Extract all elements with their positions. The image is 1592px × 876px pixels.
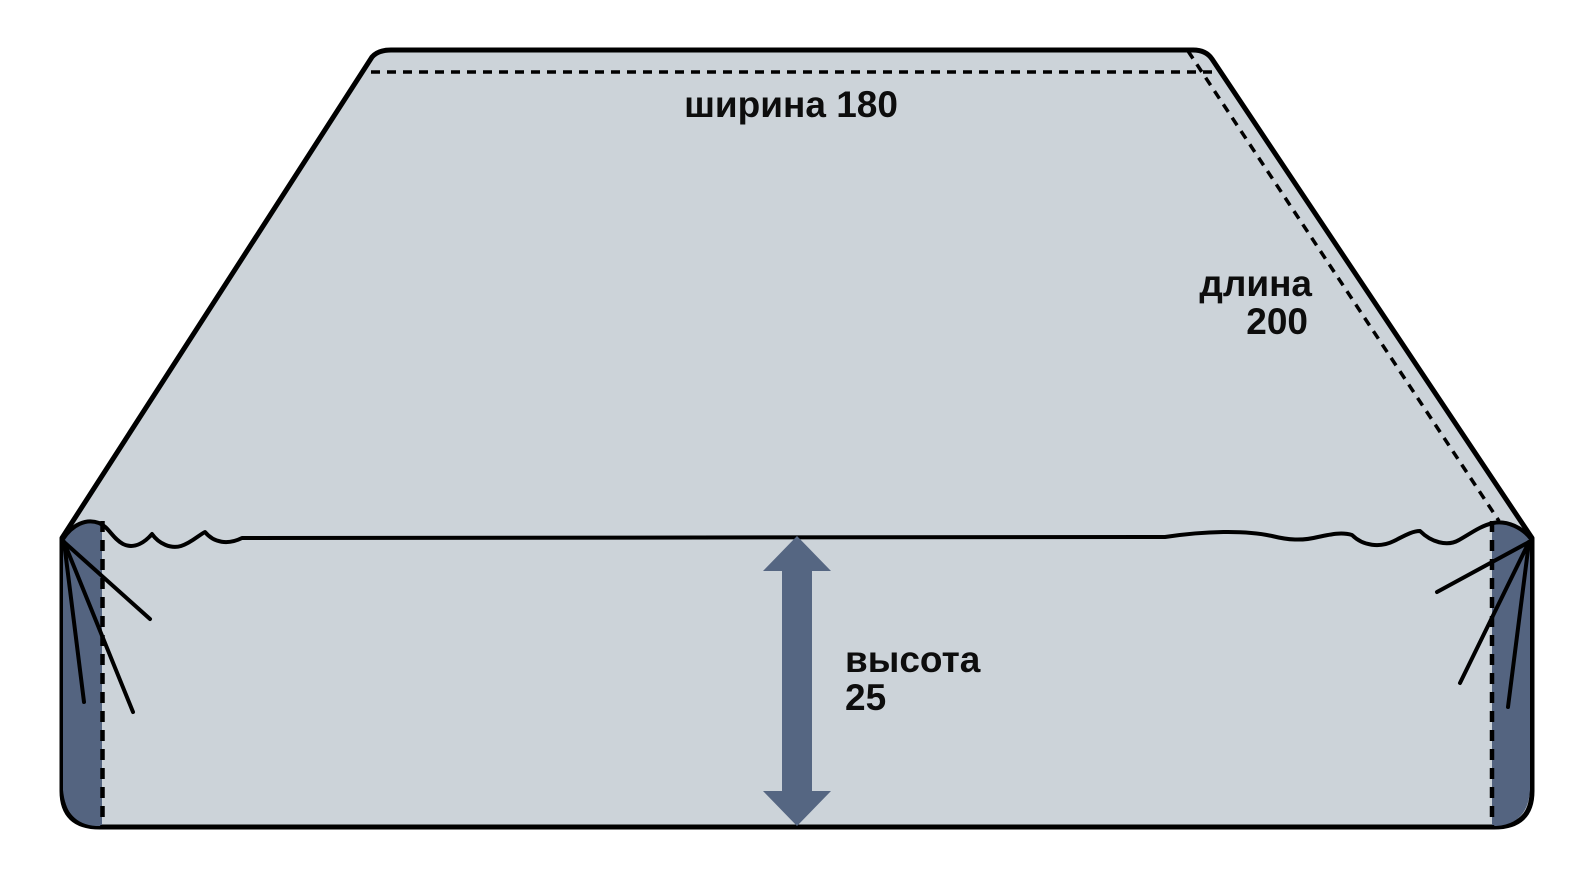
length-dimension-label-line1: длина bbox=[1199, 263, 1312, 304]
gather-lines-right bbox=[1435, 540, 1531, 709]
length-dimension-label-line2: 200 bbox=[1246, 301, 1308, 342]
seam-dashed-right bbox=[1186, 50, 1501, 522]
gather-lines-left bbox=[62, 540, 152, 714]
height-arrow-icon bbox=[763, 536, 831, 826]
width-dimension-label: ширина 180 bbox=[684, 84, 898, 125]
height-dimension-label-line2: 25 bbox=[845, 677, 886, 718]
height-dimension-label-line1: высота bbox=[845, 639, 981, 680]
fabric-edge-wavy-line bbox=[61, 519, 1533, 549]
sheet-silhouette bbox=[59, 47, 1535, 830]
